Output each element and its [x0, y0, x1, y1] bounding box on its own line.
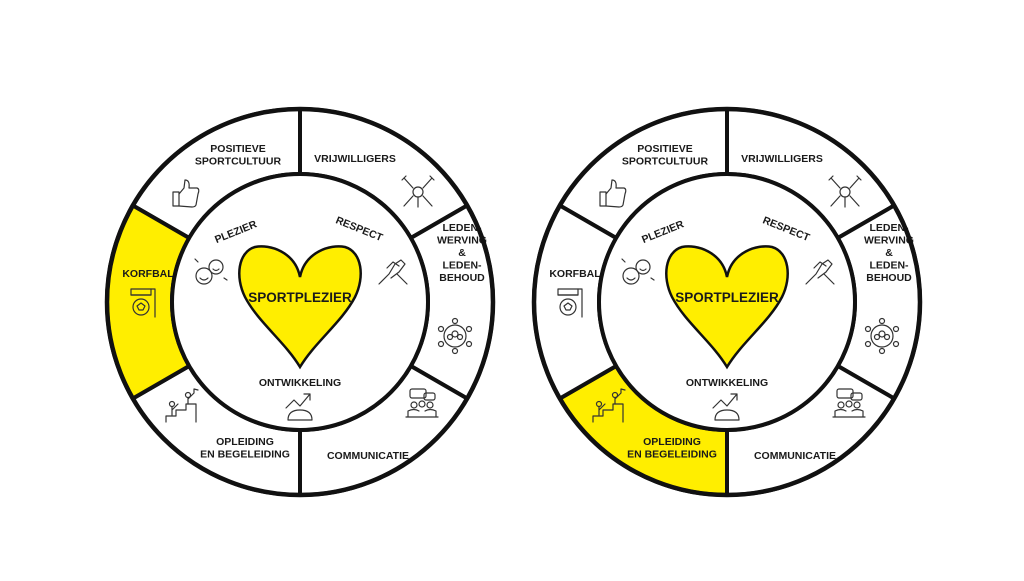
segment-label: OPLEIDING [643, 436, 701, 448]
segment-label: VRIJWILLIGERS [314, 153, 396, 165]
korfbal-basket-icon [557, 288, 583, 318]
handshake-icon [805, 259, 835, 285]
happy-faces-icon [194, 258, 228, 285]
segment-label: POSITIEVE [637, 143, 692, 155]
handshake-icon [378, 259, 408, 285]
segment-label: WERVING [437, 235, 487, 247]
growth-arrow-icon [712, 393, 740, 421]
growth-arrow-icon [285, 393, 313, 421]
segment-label: BEHOUD [866, 272, 912, 284]
value-label-ontwikkeling: ONTWIKKELING [686, 377, 768, 389]
segment-label: VRIJWILLIGERS [741, 153, 823, 165]
outer-ring [531, 106, 923, 498]
korfbal-basket-icon [130, 288, 156, 318]
team-hands-icon [828, 175, 862, 208]
heart-shape [665, 245, 789, 370]
network-people-icon [864, 317, 900, 355]
heart-shape [238, 245, 362, 370]
segment-label: LEDEN- [442, 260, 482, 272]
segment-label: POSITIEVE [210, 143, 265, 155]
segment-label: LEDEN- [442, 222, 482, 234]
segment-label: COMMUNICATIE [327, 450, 409, 462]
segment-label: LEDEN- [869, 222, 909, 234]
segment-label: EN BEGELEIDING [200, 448, 290, 460]
happy-faces-icon [621, 258, 655, 285]
segment-label: EN BEGELEIDING [627, 448, 717, 460]
network-people-icon [437, 317, 473, 355]
segment-label: & [885, 247, 893, 259]
segment-label: LEDEN- [869, 260, 909, 272]
meeting-chat-icon [405, 388, 439, 418]
segment-label: WERVING [864, 235, 914, 247]
coaching-steps-icon [592, 388, 626, 423]
segment-label: & [458, 247, 466, 259]
segment-label: KORFBAL [122, 268, 174, 280]
thumbs-up-icon [172, 179, 200, 208]
segment-label: OPLEIDING [216, 436, 274, 448]
segment-label: COMMUNICATIE [754, 450, 836, 462]
center-label: SPORTPLEZIER [675, 290, 779, 305]
segment-label: SPORTCULTUUR [195, 155, 282, 167]
segment-label: BEHOUD [439, 272, 485, 284]
coaching-steps-icon [165, 388, 199, 423]
segment-label: KORFBAL [549, 268, 601, 280]
outer-ring [104, 106, 496, 498]
team-hands-icon [401, 175, 435, 208]
thumbs-up-icon [599, 179, 627, 208]
meeting-chat-icon [832, 388, 866, 418]
center-label: SPORTPLEZIER [248, 290, 352, 305]
segment-label: SPORTCULTUUR [622, 155, 709, 167]
value-label-ontwikkeling: ONTWIKKELING [259, 377, 341, 389]
